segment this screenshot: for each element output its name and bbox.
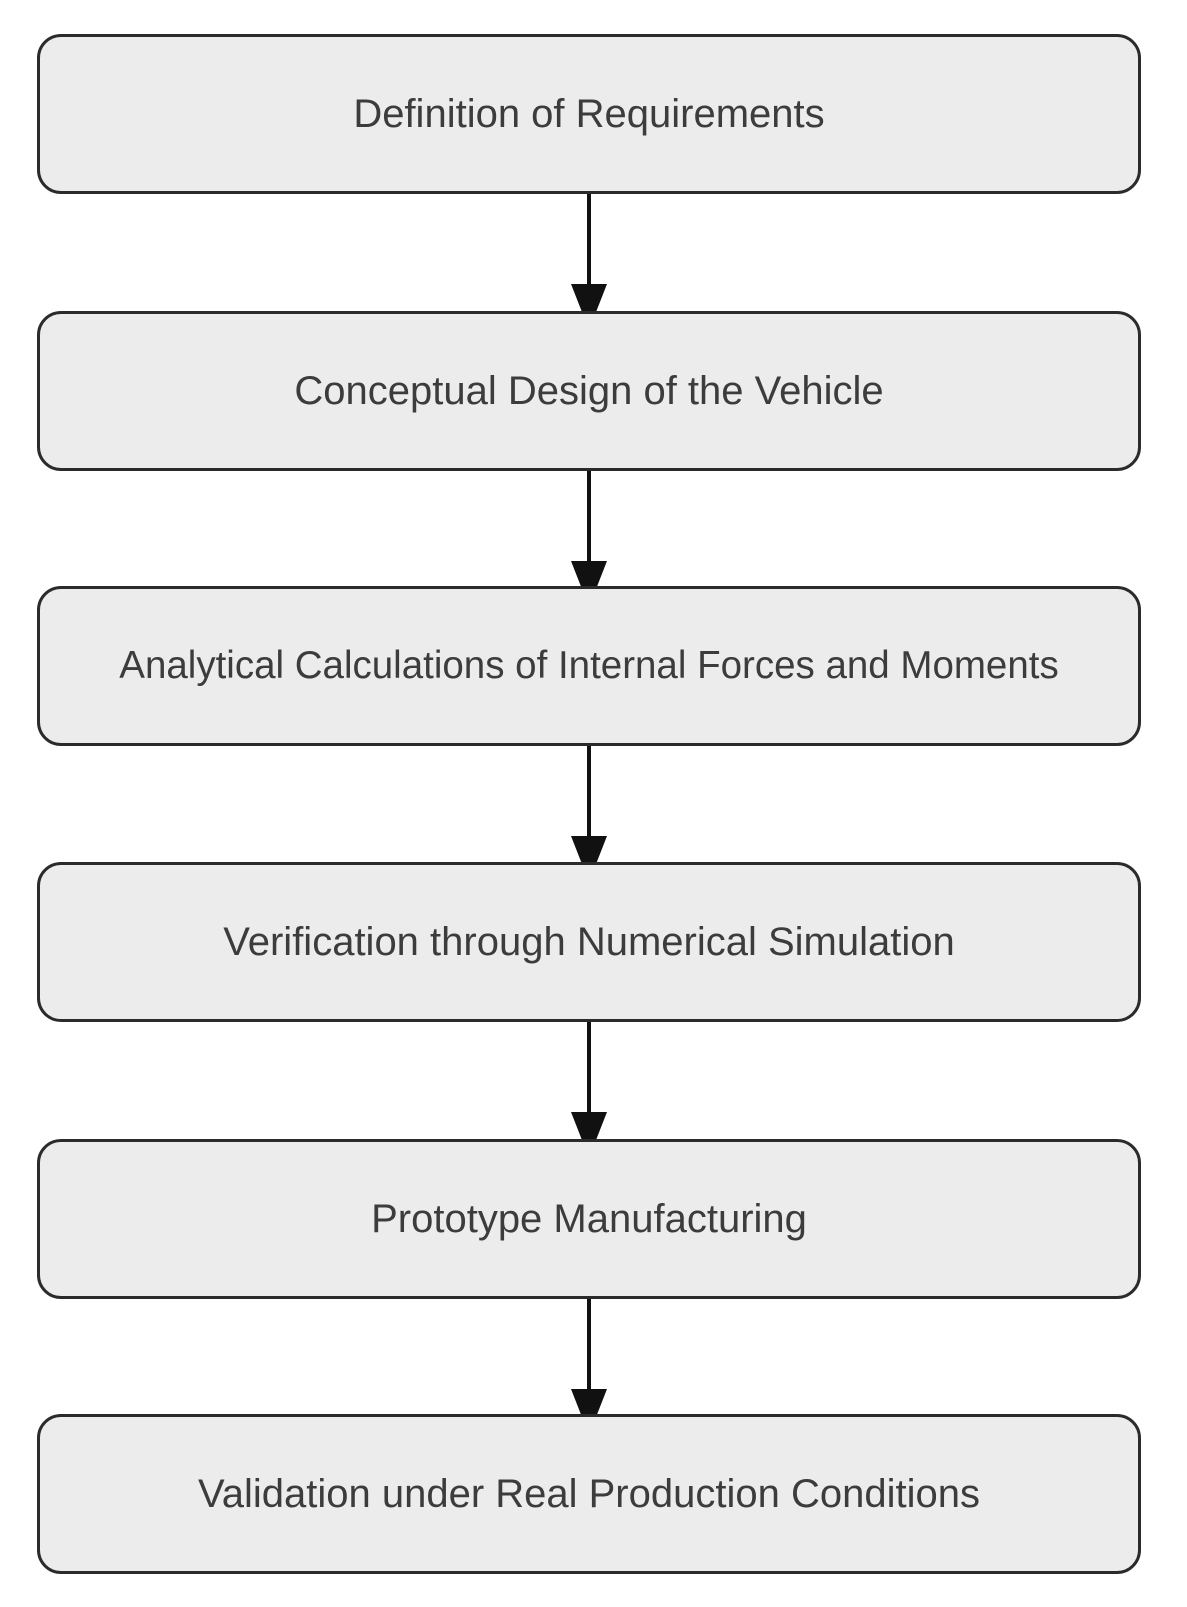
step-label: Definition of Requirements bbox=[353, 91, 825, 136]
step-label: Conceptual Design of the Vehicle bbox=[294, 368, 884, 413]
step-box-prototype-manufacturing: Prototype Manufacturing bbox=[37, 1139, 1141, 1299]
step-label: Verification through Numerical Simulatio… bbox=[223, 919, 955, 964]
step-box-numerical-simulation: Verification through Numerical Simulatio… bbox=[37, 862, 1141, 1022]
arrow-4-to-5 bbox=[571, 1022, 607, 1158]
arrow-5-to-6 bbox=[571, 1299, 607, 1435]
step-label: Validation under Real Production Conditi… bbox=[198, 1471, 980, 1516]
step-box-conceptual-design: Conceptual Design of the Vehicle bbox=[37, 311, 1141, 471]
step-box-analytical-calculations: Analytical Calculations of Internal Forc… bbox=[37, 586, 1141, 746]
arrow-2-to-3 bbox=[571, 471, 607, 607]
step-label: Prototype Manufacturing bbox=[371, 1196, 807, 1241]
step-label: Analytical Calculations of Internal Forc… bbox=[119, 644, 1059, 687]
arrow-1-to-2 bbox=[571, 194, 607, 330]
step-box-validation: Validation under Real Production Conditi… bbox=[37, 1414, 1141, 1574]
step-box-definition-of-requirements: Definition of Requirements bbox=[37, 34, 1141, 194]
arrow-3-to-4 bbox=[571, 746, 607, 882]
